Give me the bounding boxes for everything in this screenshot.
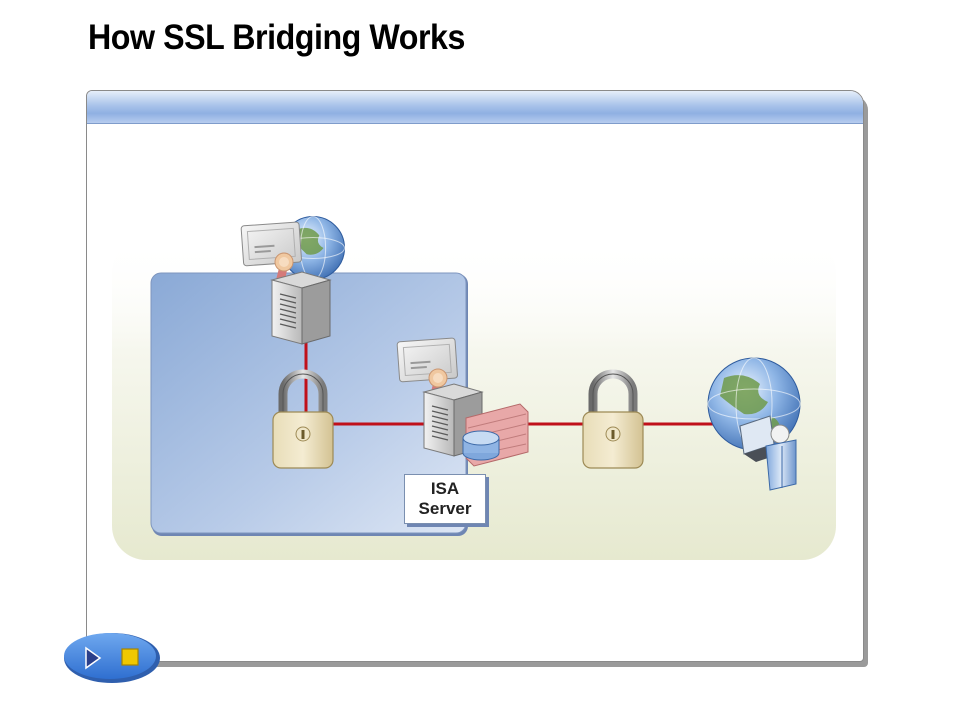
web-server-icon [240, 215, 346, 345]
stop-icon[interactable] [121, 648, 139, 666]
slide-navigation [64, 633, 160, 683]
panel-header-bar [87, 91, 863, 124]
internet-client-icon [707, 357, 801, 491]
database-icon [462, 430, 500, 461]
play-icon[interactable] [80, 646, 104, 670]
isa-server-label-line1: ISA [430, 479, 460, 498]
isa-server-label-line2: Server [418, 499, 472, 518]
isa-server-label: ISA Server [404, 474, 486, 524]
isa-server-icon [396, 336, 529, 467]
slide-title: How SSL Bridging Works [88, 18, 465, 57]
